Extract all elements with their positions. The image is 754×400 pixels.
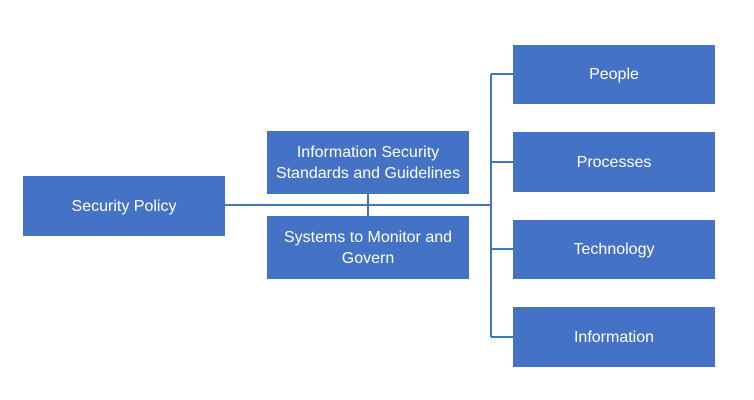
technology-box: Technology [513,220,715,279]
processes-box: Processes [513,132,715,192]
people-box: People [513,45,715,104]
monitor-govern-box: Systems to Monitor and Govern [267,216,469,279]
information-label: Information [573,328,655,346]
security-policy-label: Security Policy [71,197,177,215]
standards-guidelines-box: Information Security Standards and Guide… [267,131,469,194]
people-label: People [589,66,639,83]
security-policy-box: Security Policy [23,176,225,236]
monitor-govern-label: Systems to Monitor and Govern [283,228,453,267]
standards-guidelines-label: Information Security Standards and Guide… [275,143,461,182]
information-box: Information [513,307,715,367]
technology-label: Technology [573,241,655,258]
processes-label: Processes [576,153,652,171]
